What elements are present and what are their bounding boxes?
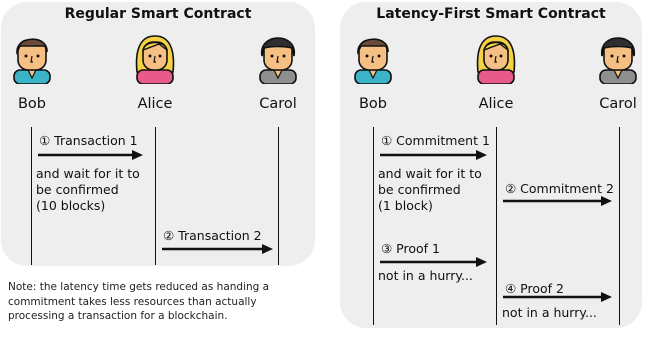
step3-sub-label: not in a hurry... <box>378 268 473 283</box>
step1-label: ① Commitment 1 <box>381 133 490 148</box>
step3-label: ③ Proof 1 <box>381 241 440 256</box>
step1-label: ① Transaction 1 <box>39 133 138 148</box>
bob-lifeline <box>31 127 32 265</box>
actor-label-alice: Alice <box>137 96 173 112</box>
carol-avatar-icon <box>259 37 297 84</box>
step2-label: ② Transaction 2 <box>163 228 262 243</box>
bob-avatar-icon <box>354 38 392 84</box>
step2-label: ② Commitment 2 <box>505 181 614 196</box>
carol-avatar-icon <box>599 37 637 84</box>
alice-lifeline <box>155 127 156 265</box>
bob-lifeline <box>373 127 374 325</box>
proof1-arrow <box>380 257 487 267</box>
actor-label-alice: Alice <box>478 96 514 112</box>
regular-contract-title: Regular Smart Contract <box>64 6 252 22</box>
carol-lifeline <box>619 127 620 325</box>
transaction2-arrow <box>162 244 273 254</box>
alice-avatar-icon <box>476 35 516 84</box>
latency-note: Note: the latency time gets reduced as h… <box>8 281 270 322</box>
commitment1-arrow <box>380 150 487 160</box>
commitment2-arrow <box>503 196 612 206</box>
actor-label-carol: Carol <box>259 96 297 112</box>
wait-line-2: be confirmed <box>36 182 119 197</box>
actor-label-bob: Bob <box>358 96 388 112</box>
latency-first-contract-title: Latency-First Smart Contract <box>376 6 606 22</box>
wait-line-1: and wait for it to <box>36 166 140 181</box>
step4-sub-label: not in a hurry... <box>502 305 597 320</box>
alice-avatar-icon <box>135 35 175 84</box>
actor-label-carol: Carol <box>599 96 637 112</box>
wait-line-3: (1 block) <box>378 198 433 213</box>
proof2-arrow <box>503 292 612 302</box>
carol-lifeline <box>278 127 279 265</box>
transaction1-arrow <box>38 150 143 160</box>
wait-line-1: and wait for it to <box>378 166 482 181</box>
step4-label: ④ Proof 2 <box>505 281 564 296</box>
wait-line-2: be confirmed <box>378 182 461 197</box>
actor-label-bob: Bob <box>17 96 47 112</box>
alice-lifeline <box>496 127 497 325</box>
bob-avatar-icon <box>13 38 51 84</box>
wait-line-3: (10 blocks) <box>36 198 106 213</box>
